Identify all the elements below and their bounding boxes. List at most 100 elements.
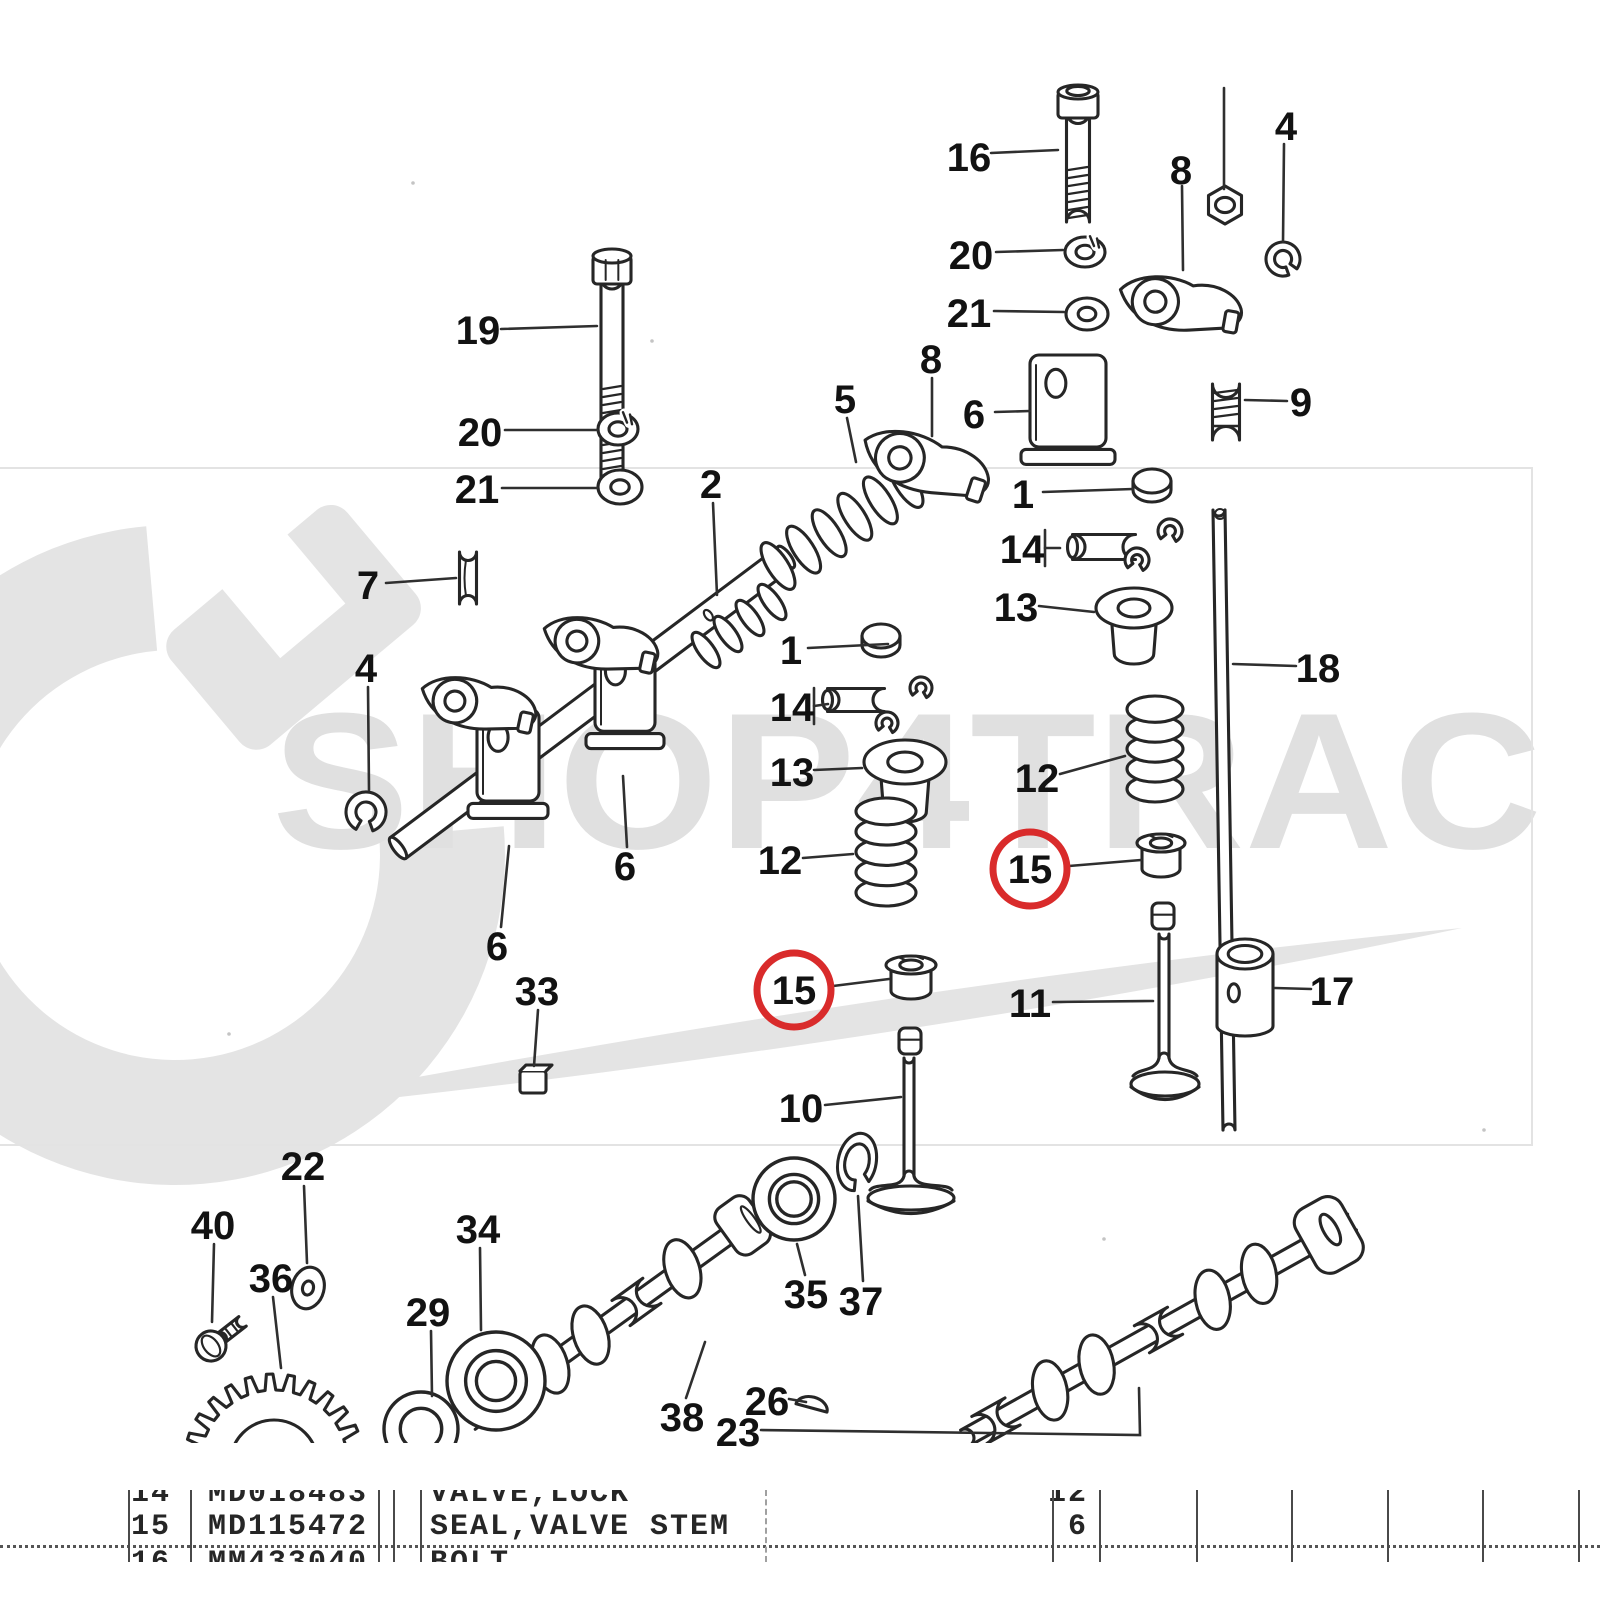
leader-line xyxy=(831,977,891,988)
table-rule xyxy=(128,1490,130,1562)
callout-40: 40 xyxy=(191,1204,236,1324)
part-lock-pin-14-left xyxy=(820,686,887,714)
callout-26: 26 xyxy=(745,1380,808,1424)
part-number-label: 22 xyxy=(281,1145,326,1189)
part-bolt-40 xyxy=(194,1315,248,1363)
callout-12: 12 xyxy=(758,839,855,883)
part-number-label: 2 xyxy=(700,463,722,507)
callout-6: 6 xyxy=(614,774,636,889)
callout-14: 14 xyxy=(1000,528,1062,572)
part-stem-seal-15-right xyxy=(1135,832,1187,879)
callout-14: 14 xyxy=(770,686,830,730)
table-rule xyxy=(1052,1490,1054,1562)
leader-line xyxy=(806,642,890,650)
part-number-label: 20 xyxy=(949,234,994,278)
part-number-label: 1 xyxy=(1012,473,1034,517)
watermark-logo-head xyxy=(166,504,421,750)
parts-layer xyxy=(185,83,1365,1443)
leader-line xyxy=(532,1008,540,1068)
part-bearing-34 xyxy=(445,1330,547,1432)
callout-1: 1 xyxy=(780,629,890,673)
part-number-label: 13 xyxy=(994,586,1039,630)
callout-33: 33 xyxy=(515,970,559,1068)
part-adjuster-nut-8 xyxy=(1206,184,1244,226)
table-row: 14 MD018483 VALVE,LOCK 12 xyxy=(0,1490,1600,1511)
part-number-label: 15 xyxy=(1008,848,1053,892)
part-key-26 xyxy=(794,1394,829,1414)
table-cell-qty: 6 xyxy=(1067,1510,1088,1544)
callout-38: 38 xyxy=(660,1340,707,1440)
part-number-label: 11 xyxy=(1009,982,1051,1026)
table-cell-part-number: MM433040 xyxy=(208,1546,368,1562)
part-pin-7 xyxy=(457,550,479,606)
part-snap-ring-37 xyxy=(832,1130,881,1195)
leader-line xyxy=(992,309,1066,314)
part-valve-tip-10 xyxy=(897,1026,923,1056)
part-number-label: 29 xyxy=(406,1291,451,1335)
callout-15: 15 xyxy=(989,828,1143,910)
part-number-label: 19 xyxy=(456,309,501,353)
leader-line xyxy=(429,1329,434,1398)
part-number-label: 21 xyxy=(455,468,500,512)
part-number-label: 38 xyxy=(660,1396,705,1440)
part-bearing-29 xyxy=(382,1390,460,1443)
part-pedestal-6-right xyxy=(1019,353,1117,466)
callout-18: 18 xyxy=(1231,647,1341,691)
leader-line xyxy=(994,248,1065,254)
callout-1: 1 xyxy=(1012,473,1135,517)
part-number-label: 18 xyxy=(1296,647,1341,691)
highlight-circle xyxy=(989,828,1071,910)
part-rocker-arm-8-mid xyxy=(863,429,990,504)
part-timing-gear-36 xyxy=(185,1372,360,1443)
table-rule xyxy=(1387,1490,1389,1562)
part-rocker-arm-front xyxy=(420,676,538,735)
highlight-circle xyxy=(753,949,835,1031)
callout-36: 36 xyxy=(249,1257,294,1370)
part-number-label: 17 xyxy=(1310,970,1355,1014)
part-valve-tip-11 xyxy=(1150,901,1176,931)
table-cell-ref: 16 xyxy=(131,1546,171,1562)
table-row: 16 MM433040 BOLT xyxy=(0,1546,1600,1562)
leader-line xyxy=(366,685,371,792)
callout-13: 13 xyxy=(770,751,864,795)
callout-34: 34 xyxy=(456,1208,501,1332)
part-number-label: 23 xyxy=(716,1411,761,1455)
leader-line xyxy=(499,844,511,929)
part-lock-14-left-b xyxy=(874,710,900,735)
callout-21: 21 xyxy=(947,292,1066,336)
callout-17: 17 xyxy=(1273,970,1355,1014)
part-number-label: 26 xyxy=(745,1380,790,1424)
part-number-label: 36 xyxy=(249,1257,294,1301)
part-number-label: 40 xyxy=(191,1204,236,1248)
callout-4: 4 xyxy=(355,647,378,792)
leader-line xyxy=(845,416,858,464)
part-number-label: 6 xyxy=(486,925,508,969)
part-washer-21-left xyxy=(596,468,644,506)
part-clip-4-left xyxy=(344,790,388,833)
table-rule xyxy=(420,1490,422,1562)
leader-line xyxy=(787,1397,808,1404)
callout-8: 8 xyxy=(1170,149,1192,272)
part-cap-1-left xyxy=(860,622,902,659)
callout-21: 21 xyxy=(455,468,599,512)
part-number-label: 1 xyxy=(780,629,802,673)
callout-13: 13 xyxy=(994,586,1096,630)
leader-line xyxy=(1067,858,1143,868)
leader-line xyxy=(823,1095,903,1107)
callout-20: 20 xyxy=(458,411,599,455)
leader-line xyxy=(1041,487,1135,494)
part-valve-11 xyxy=(1129,932,1201,1101)
part-tappet-17 xyxy=(1215,937,1275,1038)
part-shaft-spring xyxy=(690,582,788,670)
part-stem-seal-15-left xyxy=(884,954,938,1001)
part-number-label: 6 xyxy=(963,393,985,437)
part-retainer-13-right xyxy=(1094,586,1174,666)
leader-line xyxy=(759,1386,1142,1437)
table-rule xyxy=(1482,1490,1484,1562)
leader-line xyxy=(302,1184,309,1265)
callout-16: 16 xyxy=(947,136,1060,180)
leader-line xyxy=(621,774,629,849)
part-number-label: 15 xyxy=(772,969,817,1013)
callout-9: 9 xyxy=(1243,381,1312,425)
